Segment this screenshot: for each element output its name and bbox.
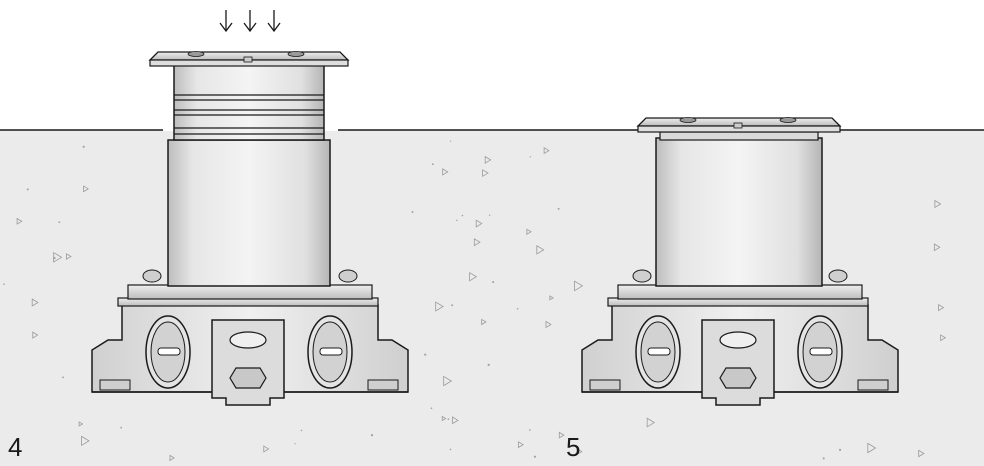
sleeve-cylinder [655, 137, 823, 287]
box-unit-step-4 [91, 10, 409, 406]
press-arrows [219, 10, 281, 33]
step-number-4: 4 [8, 432, 23, 462]
down-arrow-icon [267, 10, 281, 33]
sleeve-cylinder [167, 139, 331, 287]
concrete-speckle [3, 140, 947, 462]
step-number-5: 5 [566, 432, 581, 462]
down-arrow-icon [219, 10, 233, 33]
right-plug [797, 315, 843, 389]
finish-cap-raised [148, 51, 350, 141]
finish-cap-flush [636, 117, 842, 141]
down-arrow-icon [243, 10, 257, 33]
left-plug [635, 315, 681, 389]
box-unit-step-5 [581, 117, 899, 406]
center-nut [701, 319, 775, 406]
center-nut [211, 319, 285, 406]
right-plug [307, 315, 353, 389]
left-plug [145, 315, 191, 389]
